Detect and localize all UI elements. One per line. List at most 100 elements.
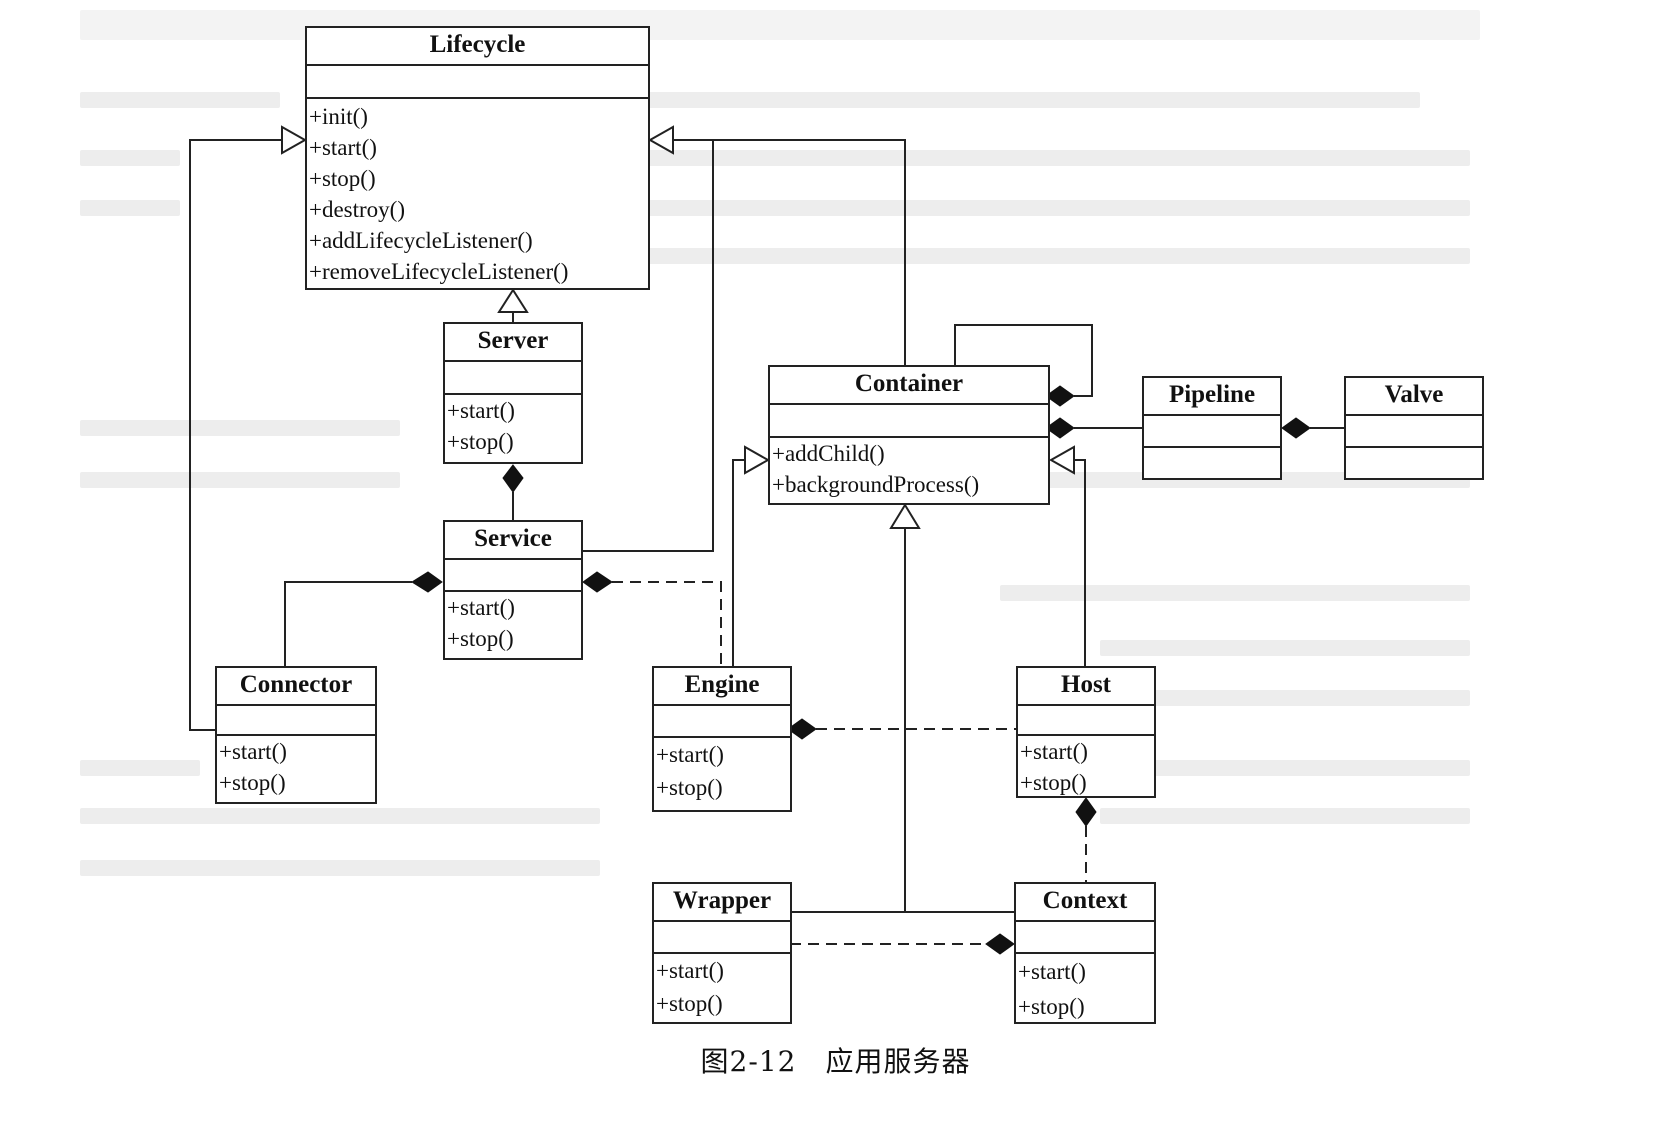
class-wrapper: Wrapper +start() +stop() (652, 882, 792, 1024)
operations-section: +start() +stop() (445, 592, 581, 654)
background-text (80, 200, 180, 216)
class-name: Container (770, 367, 1048, 405)
background-text (1100, 640, 1470, 656)
class-connector: Connector +start() +stop() (215, 666, 377, 804)
background-text (80, 860, 600, 876)
server-generalization-arrow (497, 288, 529, 313)
class-name: Server (445, 324, 581, 362)
operation: +stop() (656, 991, 723, 1016)
operations-section: +start() +stop() (445, 395, 581, 457)
operation: +init() (309, 104, 368, 129)
background-text (80, 92, 280, 108)
background-text (1000, 585, 1470, 601)
container-pipeline-diamond (1045, 417, 1075, 439)
class-service: Service +start() +stop() (443, 520, 583, 660)
operations-section: +addChild() +backgroundProcess() (770, 438, 1048, 500)
operation: +start() (219, 739, 287, 764)
attributes-section (1346, 416, 1482, 448)
class-name: Connector (217, 668, 375, 706)
service-connector-diamond (411, 571, 443, 593)
engine-to-container-line (732, 459, 744, 666)
service-engine-diamond (582, 571, 613, 593)
operation: +backgroundProcess() (772, 472, 980, 497)
class-name: Pipeline (1144, 378, 1280, 416)
engine-host-diamond (787, 718, 817, 740)
operation: +start() (1018, 959, 1086, 984)
class-name: Wrapper (654, 884, 790, 922)
operations-section: +start() +stop() (1018, 736, 1154, 798)
background-text (640, 200, 1470, 216)
service-engine-dashed-line (612, 581, 722, 666)
background-text (80, 420, 400, 436)
operations-section: +start() +stop() (1016, 954, 1154, 1024)
class-host: Host +start() +stop() (1016, 666, 1156, 798)
operation: +stop() (447, 626, 514, 651)
background-text (640, 92, 1420, 108)
figure-caption: 图2-12 应用服务器 (700, 1045, 971, 1078)
class-name: Lifecycle (307, 28, 648, 66)
background-text (1100, 760, 1470, 776)
operation: +start() (656, 958, 724, 983)
operations-section: +start() +stop() (654, 954, 790, 1020)
attributes-section (445, 560, 581, 592)
operation: +stop() (1020, 770, 1087, 795)
class-name: Service (445, 522, 581, 560)
background-text (80, 472, 400, 488)
class-pipeline: Pipeline (1142, 376, 1282, 480)
attributes-section (770, 405, 1048, 438)
host-generalization-arrow (1048, 445, 1075, 475)
attributes-section (1144, 416, 1280, 448)
class-server: Server +start() +stop() (443, 322, 583, 464)
attributes-section (307, 66, 648, 99)
service-to-lifecycle-line (583, 140, 714, 552)
context-wrapper-diamond (985, 933, 1015, 955)
operation: +start() (1020, 739, 1088, 764)
background-text (80, 150, 180, 166)
attributes-section (1018, 706, 1154, 736)
connector-to-lifecycle-line (189, 139, 282, 731)
background-text (1100, 808, 1470, 824)
class-name: Engine (654, 668, 790, 706)
operations-section: +init() +start() +stop() +destroy() +add… (307, 99, 648, 287)
operation: +stop() (219, 770, 286, 795)
class-context: Context +start() +stop() (1014, 882, 1156, 1024)
attributes-section (1016, 922, 1154, 954)
operation: +start() (447, 595, 515, 620)
operation: +start() (309, 135, 377, 160)
host-context-diamond (1075, 797, 1097, 827)
operation: +addLifecycleListener() (309, 228, 533, 253)
container-to-lifecycle-line (672, 139, 906, 365)
container-self-diamond (1045, 385, 1075, 407)
class-name: Valve (1346, 378, 1482, 416)
operation: +stop() (447, 429, 514, 454)
operation: +stop() (309, 166, 376, 191)
operation: +start() (656, 742, 724, 767)
background-text (80, 760, 200, 776)
attributes-section (445, 362, 581, 395)
connector-generalization-arrow (281, 125, 308, 155)
background-text (80, 808, 600, 824)
container-self-line (954, 324, 1093, 397)
operation: +removeLifecycleListener() (309, 259, 569, 284)
service-connector-line (284, 581, 412, 666)
operations-section: +start() +stop() (217, 736, 375, 798)
attributes-section (217, 706, 375, 736)
operation: +start() (447, 398, 515, 423)
class-name: Context (1016, 884, 1154, 922)
class-lifecycle: Lifecycle +init() +start() +stop() +dest… (305, 26, 650, 290)
background-text (1100, 690, 1470, 706)
class-name: Host (1018, 668, 1154, 706)
container-generalization-arrow (647, 125, 674, 155)
wrapper-context-generalization-arrow (889, 503, 921, 529)
operation: +addChild() (772, 441, 885, 466)
class-engine: Engine +start() +stop() (652, 666, 792, 812)
pipeline-valve-diamond (1281, 417, 1311, 439)
class-valve: Valve (1344, 376, 1484, 480)
background-text (640, 248, 1470, 264)
server-composition-diamond (502, 464, 524, 493)
host-to-container-line (1074, 459, 1086, 666)
background-text (640, 150, 1470, 166)
operations-section: +start() +stop() (654, 738, 790, 804)
